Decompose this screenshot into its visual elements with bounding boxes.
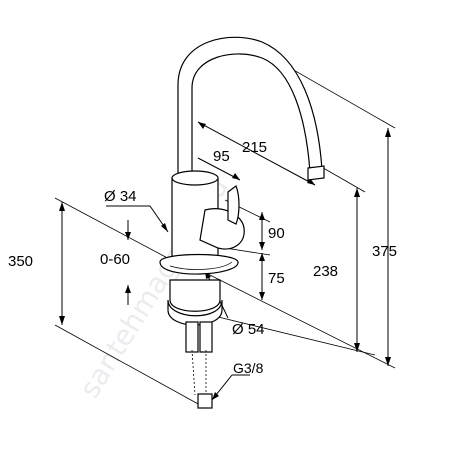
label-reach: 215	[242, 139, 267, 156]
label-handle-offset: 95	[213, 148, 230, 165]
label-connection: G3/8	[233, 360, 264, 376]
label-body-diameter: Ø 34	[104, 188, 137, 205]
faucet	[159, 36, 325, 409]
label-countertop-range: 0-60	[100, 251, 130, 268]
label-handle-height: 90	[268, 225, 285, 242]
dimension-labels: 215 95 Ø 34 90 75 238 375 350 0-60 Ø 54 …	[8, 139, 397, 376]
dimension-lines	[59, 121, 391, 401]
label-base-height: 75	[268, 270, 285, 287]
label-spout-height: 238	[313, 263, 338, 280]
label-below-counter: 350	[8, 253, 33, 270]
label-total-height: 375	[372, 243, 397, 260]
label-base-diameter: Ø 54	[232, 321, 265, 338]
